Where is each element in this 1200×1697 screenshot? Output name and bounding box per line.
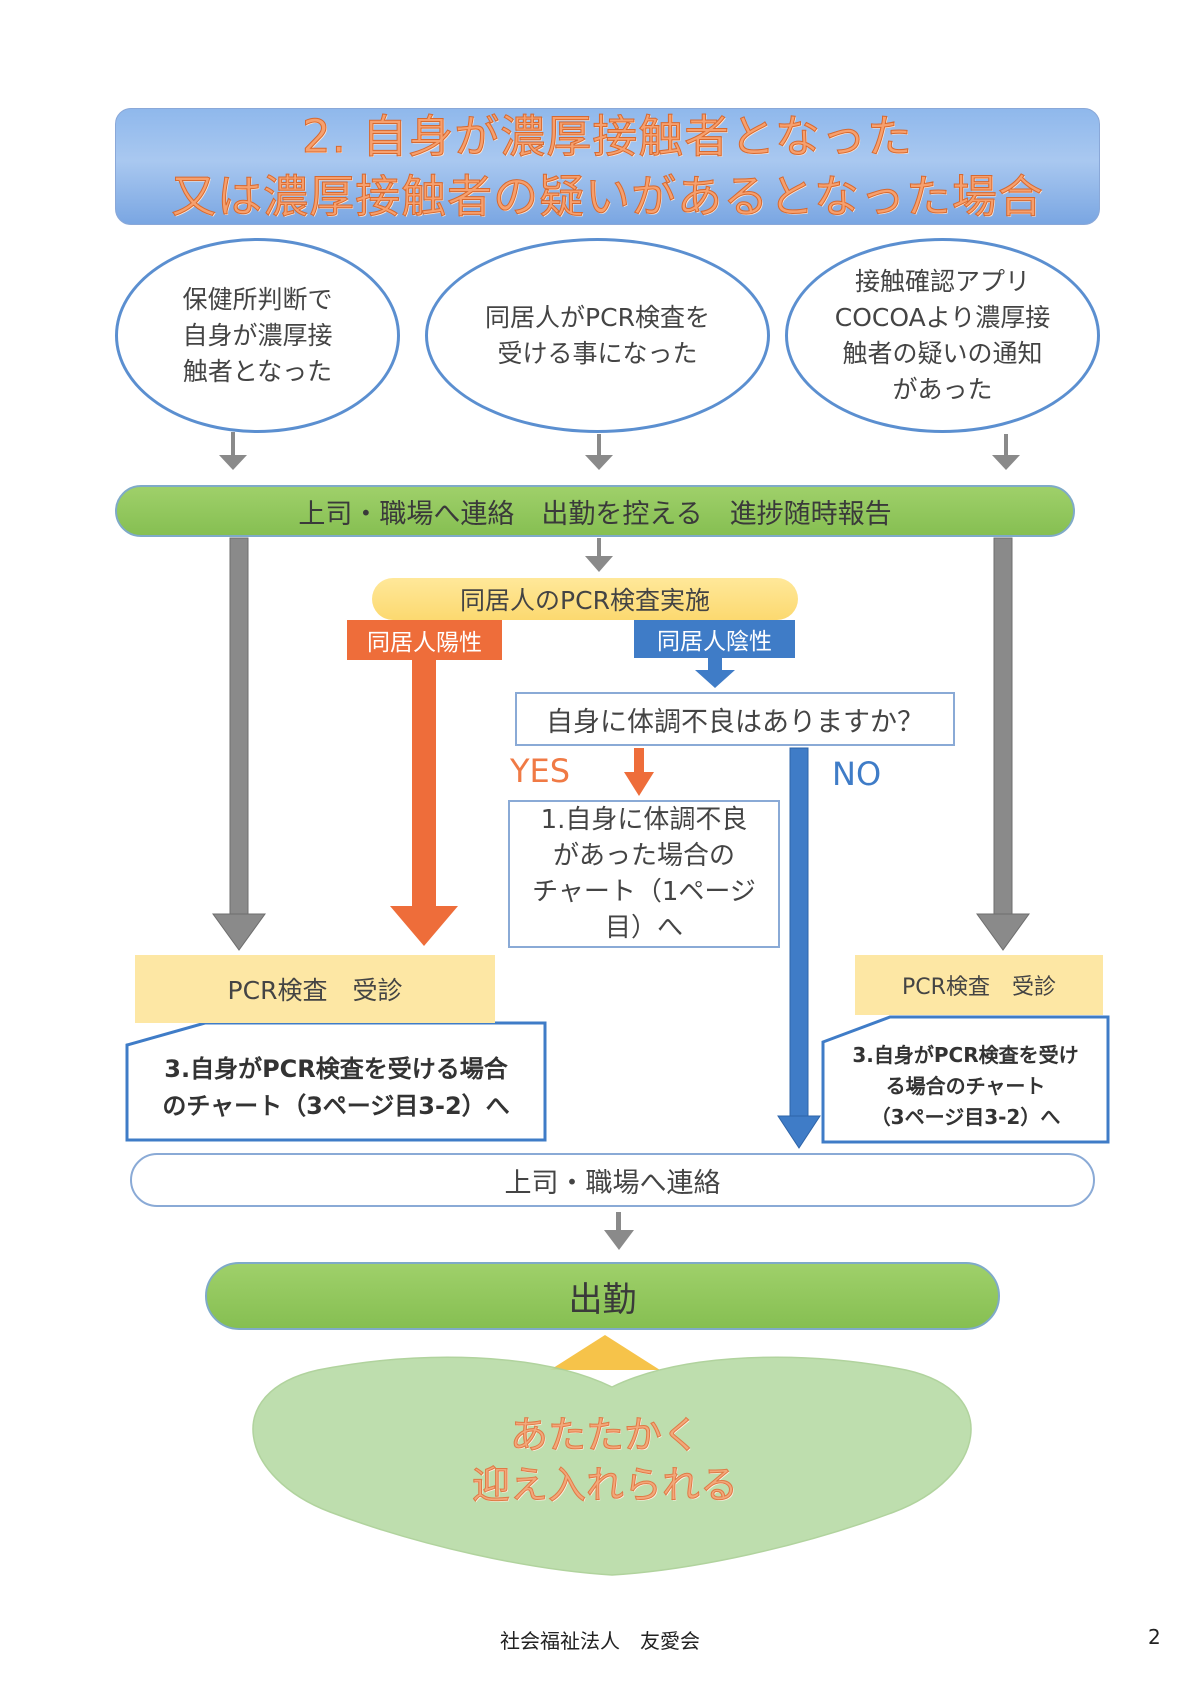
pcr-exam-left: PCR検査 受診 [135,955,495,1023]
arrow-trigger-3 [992,434,1020,470]
heart-message-line-1: あたたかく [509,1413,700,1458]
title-banner: 2. 自身が濃厚接触者となった 又は濃厚接触者の疑いがあるとなった場合 [115,108,1100,225]
chart3-left-box-frame [125,1021,547,1142]
trigger-cocoa-app: 接触確認アプリ COCOAより濃厚接 触者の疑いの通知 があった [785,238,1100,433]
chart3-reference-left: 3.自身がPCR検査を受ける場合 のチャート（3ページ目3-2）へ [127,1023,545,1140]
contact-supervisor-bar: 上司・職場へ連絡 出勤を控える 進捗随時報告 [115,485,1075,537]
condition-question: 自身に体調不良はありますか？ [515,692,955,746]
arrow-left-long [212,537,266,951]
arrow-trigger-2 [585,434,613,470]
chart3-reference-right: 3.自身がPCR検査を受け る場合のチャート （3ページ目3-2）へ [823,1017,1108,1142]
heart-message: あたたかく 迎え入れられる [420,1405,790,1515]
chart3-reference-right-text: 3.自身がPCR検査を受け る場合のチャート （3ページ目3-2）へ [852,1043,1079,1129]
heart-message-line-2: 迎え入れられる [471,1463,738,1508]
arrow-to-housemate-pcr [585,538,613,572]
pcr-exam-right: PCR検査 受診 [855,955,1103,1015]
arrow-yes [624,748,654,796]
trigger-health-center: 保健所判断で 自身が濃厚接 触者となった [115,238,400,433]
chart1-reference: 1.自身に体調不良 があった場合の チャート（1ページ 目）へ [508,800,780,948]
arrow-right-long [976,537,1030,951]
title-line-2: 又は濃厚接触者の疑いがあるとなった場合 [171,169,1044,223]
yes-label: YES [510,752,571,790]
arrow-positive [390,660,458,946]
arrow-to-work [604,1212,634,1250]
arrow-trigger-1 [219,432,247,470]
arrow-no [777,747,821,1149]
page-number: 2 [1148,1625,1161,1649]
no-label: NO [832,755,882,793]
trigger-housemate-pcr: 同居人がPCR検査を 受ける事になった [425,238,770,433]
title-line-1: 2. 自身が濃厚接触者となった [302,109,913,163]
contact-supervisor-bar-2: 上司・職場へ連絡 [130,1153,1095,1207]
heart-shape [252,1356,972,1576]
housemate-pcr-label: 同居人のPCR検査実施 [372,578,798,620]
housemate-negative-label: 同居人陰性 [634,620,795,658]
triangle-marker [550,1335,660,1370]
chart3-right-box-frame [821,1015,1110,1144]
footer-organization: 社会福祉法人 友愛会 [500,1629,700,1653]
return-to-work-bar: 出勤 [205,1262,1000,1330]
chart3-reference-left-text: 3.自身がPCR検査を受ける場合 のチャート（3ページ目3-2）へ [162,1054,510,1120]
housemate-positive-label: 同居人陽性 [347,620,502,660]
arrow-negative [695,658,735,688]
